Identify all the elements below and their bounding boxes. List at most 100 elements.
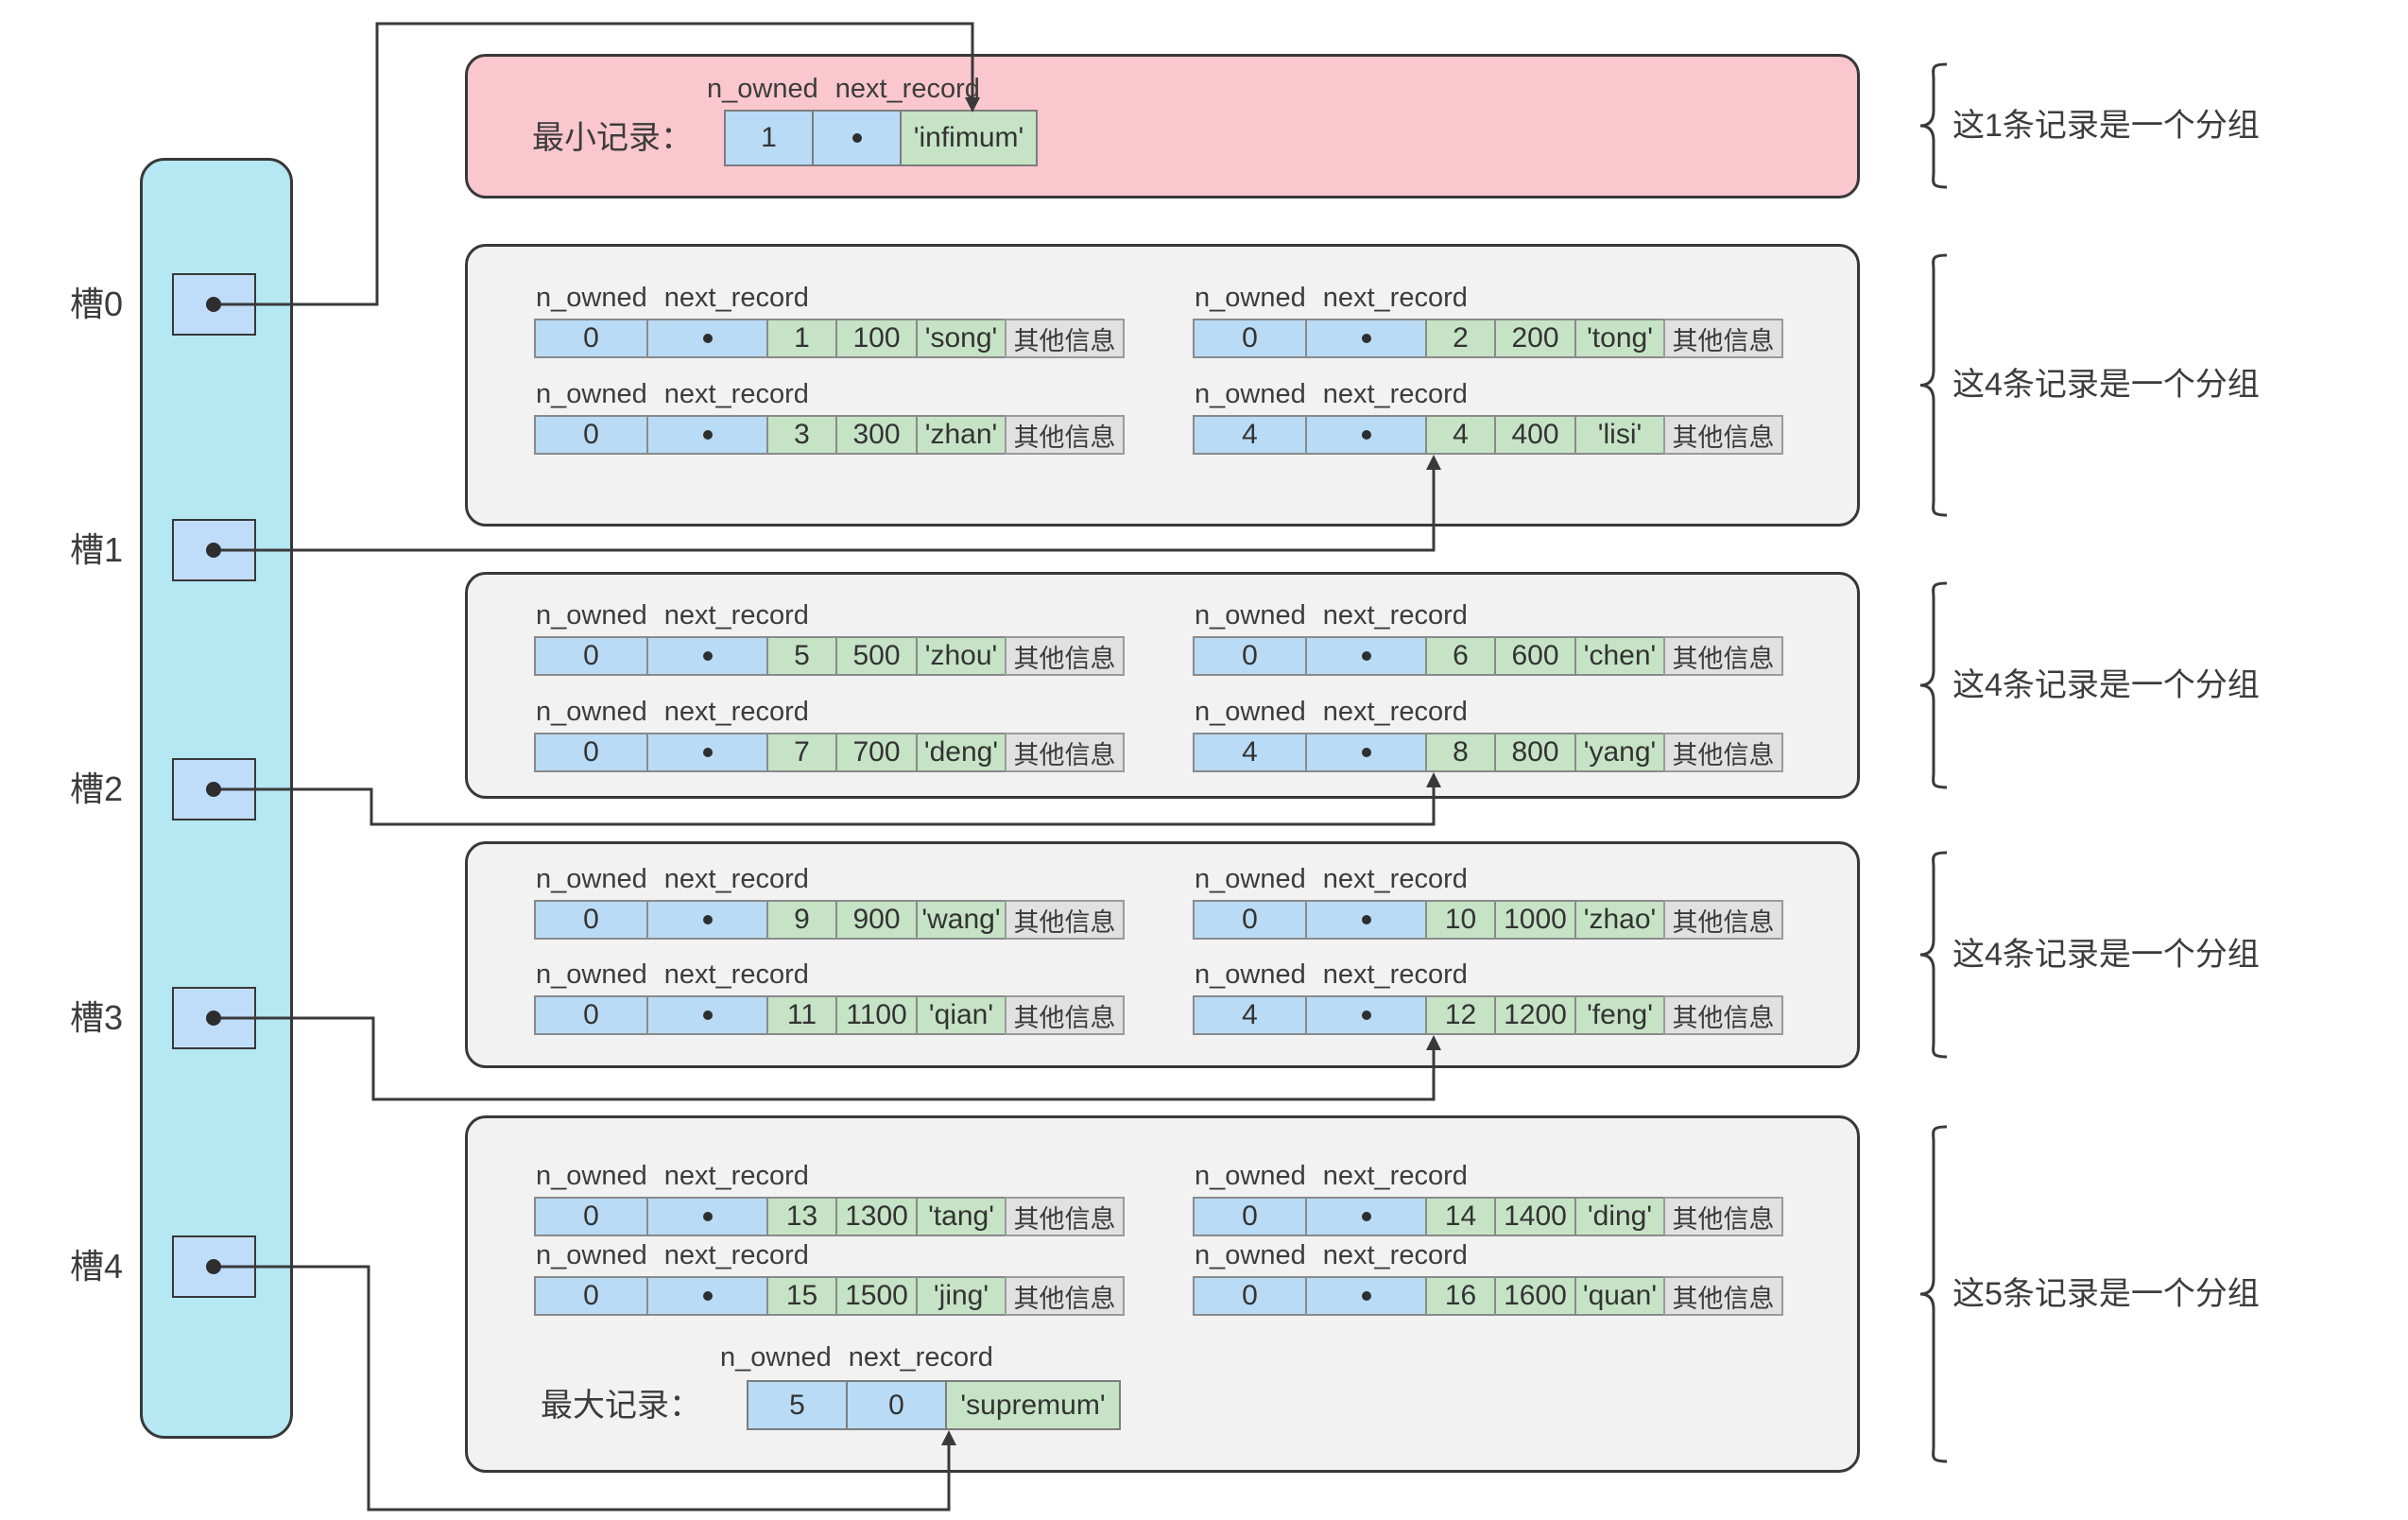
record-cell-next-record xyxy=(1305,995,1427,1035)
record-cell-key: 7 xyxy=(766,733,837,772)
record-header: n_owned next_record xyxy=(1193,694,1854,728)
record-cell-value: 500 xyxy=(835,636,918,676)
next-record-header: next_record xyxy=(663,379,809,409)
record-cell-key: 16 xyxy=(1425,1276,1496,1316)
record-cell-other-info: 其他信息 xyxy=(1005,733,1125,772)
record-row: 0 3 300 'zhan' 其他信息 xyxy=(534,415,1195,455)
record: n_owned next_record 0 3 300 'zhan' 其他信息 xyxy=(534,376,1195,455)
record-cell-other-info: 其他信息 xyxy=(1005,1276,1125,1316)
record: n_owned next_record 0 15 1500 'jing' 其他信… xyxy=(534,1237,1195,1316)
n-owned-header: n_owned xyxy=(1195,1240,1306,1270)
n-owned-header: n_owned xyxy=(536,600,647,630)
record-cell-other-info: 其他信息 xyxy=(1663,900,1783,940)
record-header: n_owned next_record xyxy=(1193,861,1854,895)
record-header: n_owned next_record xyxy=(1193,1237,1854,1271)
next-record-header: next_record xyxy=(663,1240,809,1270)
slot-label-1: 槽1 xyxy=(69,530,123,569)
record-cell-other-info: 其他信息 xyxy=(1663,733,1783,772)
record-row: 4 8 800 'yang' 其他信息 xyxy=(1193,733,1854,772)
record-cell-value: 300 xyxy=(835,415,918,455)
record-cell-name: 'chen' xyxy=(1574,636,1665,676)
record-cell-other-info: 其他信息 xyxy=(1005,1197,1125,1236)
slot-box-2 xyxy=(172,758,256,820)
next-record-header: next_record xyxy=(663,600,809,630)
record-header: n_owned next_record xyxy=(1193,957,1854,991)
record-cell-n-owned: 0 xyxy=(534,319,648,358)
record-row: 0 13 1300 'tang' 其他信息 xyxy=(534,1197,1195,1236)
record: n_owned next_record 0 11 1100 'qian' 其他信… xyxy=(534,957,1195,1035)
record-cell-other-info: 其他信息 xyxy=(1005,900,1125,940)
record-cell-name: 'tang' xyxy=(916,1197,1006,1236)
next-record-header: next_record xyxy=(834,74,980,104)
record-cell-n-owned: 0 xyxy=(534,733,648,772)
pointer-dot-icon xyxy=(702,651,713,661)
record: n_owned next_record 0 9 900 'wang' 其他信息 xyxy=(534,861,1195,940)
next-record-header: next_record xyxy=(1322,379,1468,409)
slot-box-0 xyxy=(172,273,256,336)
record-row: 0 2 200 'tong' 其他信息 xyxy=(1193,319,1854,358)
record-cell-other-info: 其他信息 xyxy=(1005,415,1125,455)
next-record-header: next_record xyxy=(1322,283,1468,313)
next-record-header: next_record xyxy=(1322,697,1468,727)
pointer-dot-icon xyxy=(1361,748,1371,757)
record-cell-value: 1200 xyxy=(1494,995,1576,1035)
record-cell-n-owned: 0 xyxy=(534,1197,648,1236)
record-cell-next-record xyxy=(646,415,768,455)
record-header: n_owned next_record xyxy=(1193,597,1854,631)
record-cell-name: 'deng' xyxy=(916,733,1006,772)
record: n_owned next_record 0 1 100 'song' 其他信息 xyxy=(534,280,1195,358)
record-cell-value: 200 xyxy=(1494,319,1576,358)
record-header: n_owned next_record xyxy=(534,1237,1195,1271)
record-cell-next-record xyxy=(1305,733,1427,772)
pointer-dot-icon xyxy=(1361,651,1371,661)
pointer-dot-icon xyxy=(702,430,713,440)
record: n_owned next_record 4 8 800 'yang' 其他信息 xyxy=(1193,694,1854,772)
record-cell-other-info: 其他信息 xyxy=(1663,1276,1783,1316)
record-row: 0 11 1100 'qian' 其他信息 xyxy=(534,995,1195,1035)
record-row: 0 6 600 'chen' 其他信息 xyxy=(1193,636,1854,676)
record-cell-next-record xyxy=(646,900,768,940)
record-cell-value: 800 xyxy=(1494,733,1576,772)
next-record-header: next_record xyxy=(1322,1161,1468,1191)
record-cell-key: 12 xyxy=(1425,995,1496,1035)
group-brace-1 xyxy=(1919,253,1948,517)
infimum-header: n_owned next_record xyxy=(707,74,980,105)
record-header: n_owned next_record xyxy=(1193,376,1854,410)
record-cell-next-record xyxy=(1305,415,1427,455)
infimum-record: 1 'infimum' xyxy=(724,110,1038,166)
record-cell-name: 'ding' xyxy=(1574,1197,1665,1236)
next-record-header: next_record xyxy=(1322,959,1468,990)
next-record-header: next_record xyxy=(663,864,809,894)
slot-box-4 xyxy=(172,1235,256,1298)
n-owned-header: n_owned xyxy=(536,697,647,727)
n-owned-header: n_owned xyxy=(1195,864,1306,894)
record-cell-name: 'quan' xyxy=(1574,1276,1665,1316)
supremum-cell-name: 'supremum' xyxy=(945,1380,1121,1430)
record: n_owned next_record 0 7 700 'deng' 其他信息 xyxy=(534,694,1195,772)
record-cell-value: 1400 xyxy=(1494,1197,1576,1236)
record-cell-n-owned: 4 xyxy=(1193,995,1307,1035)
record-cell-n-owned: 0 xyxy=(534,636,648,676)
record-cell-next-record xyxy=(646,1276,768,1316)
n-owned-header: n_owned xyxy=(536,1161,647,1191)
record-row: 0 5 500 'zhou' 其他信息 xyxy=(534,636,1195,676)
record-cell-n-owned: 4 xyxy=(1193,733,1307,772)
record-cell-key: 14 xyxy=(1425,1197,1496,1236)
record: n_owned next_record 0 16 1600 'quan' 其他信… xyxy=(1193,1237,1854,1316)
record-cell-next-record xyxy=(1305,900,1427,940)
record-cell-value: 900 xyxy=(835,900,918,940)
record-cell-n-owned: 0 xyxy=(534,1276,648,1316)
slot-label-2: 槽2 xyxy=(69,769,123,808)
record-cell-name: 'zhan' xyxy=(916,415,1006,455)
record-cell-next-record xyxy=(646,636,768,676)
max-record-label: 最大记录： xyxy=(541,1388,701,1424)
record-cell-key: 4 xyxy=(1425,415,1496,455)
record-cell-next-record xyxy=(1305,319,1427,358)
record-cell-other-info: 其他信息 xyxy=(1663,995,1783,1035)
record-cell-n-owned: 0 xyxy=(534,995,648,1035)
record-cell-value: 1100 xyxy=(835,995,918,1035)
pointer-dot-icon xyxy=(851,133,862,143)
record: n_owned next_record 4 4 400 'lisi' 其他信息 xyxy=(1193,376,1854,455)
record-cell-key: 11 xyxy=(766,995,837,1035)
record-cell-value: 700 xyxy=(835,733,918,772)
